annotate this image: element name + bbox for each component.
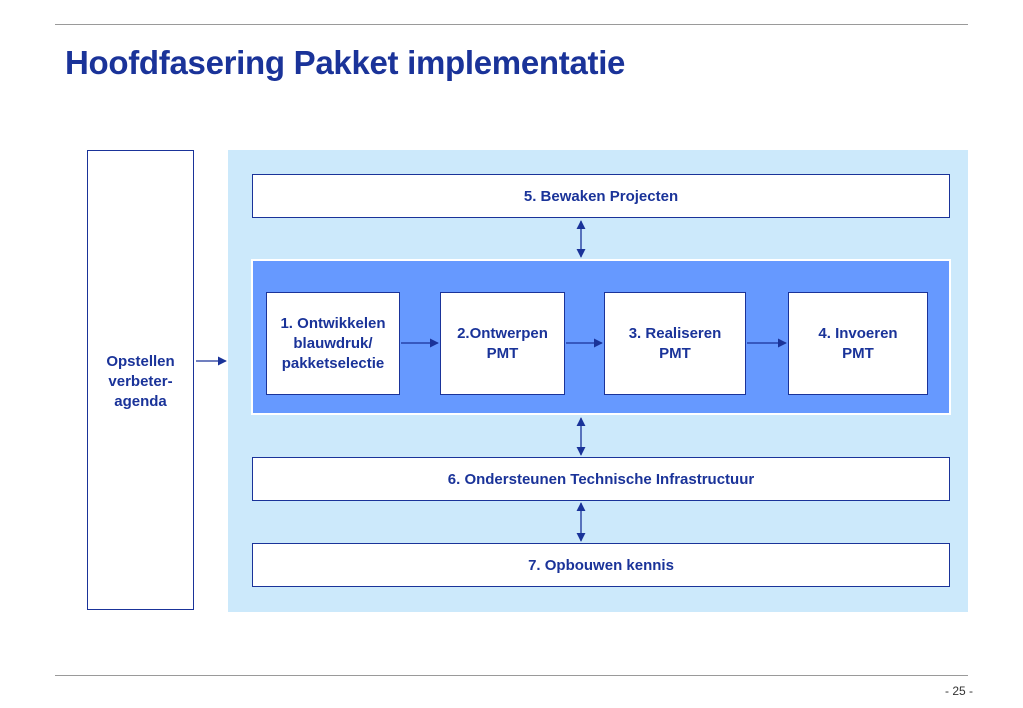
- improvement-agenda-label: Opstellen verbeter- agenda: [106, 353, 175, 410]
- phase-4-box: 4. Invoeren PMT: [788, 292, 928, 395]
- phase-4-label: 4. Invoeren PMT: [818, 325, 898, 362]
- monitor-projects-bar: 5. Bewaken Projecten: [252, 174, 950, 218]
- improvement-agenda-box: Opstellen verbeter- agenda: [87, 150, 194, 610]
- top-divider: [55, 24, 968, 25]
- phase-3-box: 3. Realiseren PMT: [604, 292, 746, 395]
- knowledge-building-bar: 7. Opbouwen kennis: [252, 543, 950, 587]
- phase-1-box: 1. Ontwikkelen blauwdruk/ pakketselectie: [266, 292, 400, 395]
- phase-3-label: 3. Realiseren PMT: [628, 325, 722, 362]
- page-title: Hoofdfasering Pakket implementatie: [65, 44, 626, 81]
- phase-2-label: 2.Ontwerpen PMT: [457, 325, 548, 362]
- phase-2-box: 2.Ontwerpen PMT: [440, 292, 565, 395]
- infrastructure-support-bar: 6. Ondersteunen Technische Infrastructuu…: [252, 457, 950, 501]
- page-number: - 25 -: [944, 684, 973, 698]
- phase-1-label: 1. Ontwikkelen blauwdruk/ pakketselectie: [280, 314, 386, 372]
- bottom-divider: [55, 675, 968, 676]
